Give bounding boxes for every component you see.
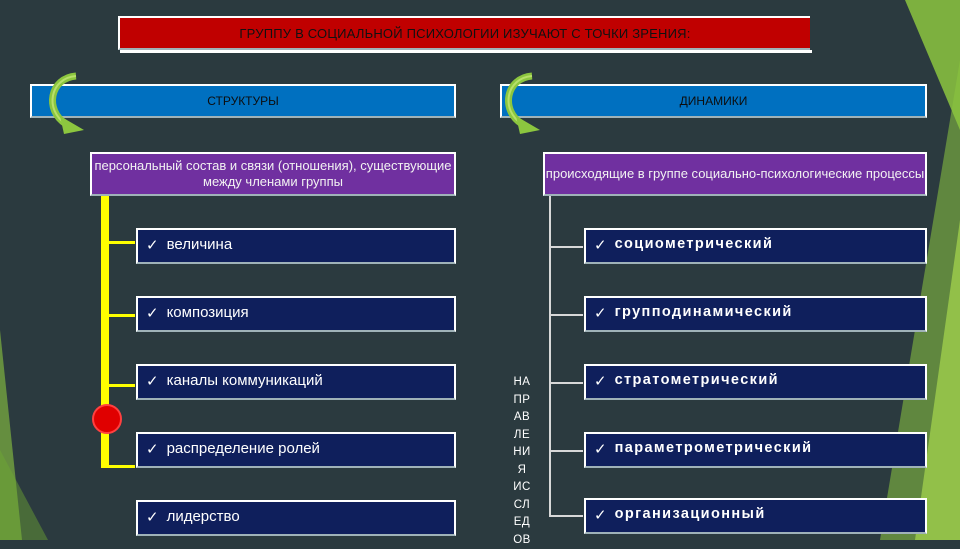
dynamics-item: ✓ групподинамический: [584, 296, 927, 332]
right-connector-branch: [549, 382, 583, 384]
item-label: организационный: [614, 506, 766, 522]
header-dynamics: ДИНАМИКИ: [500, 84, 927, 118]
item-label: композиция: [166, 304, 249, 321]
item-label: групподинамический: [614, 304, 793, 320]
right-connector-branch: [549, 314, 583, 316]
left-connector-branch: [101, 465, 135, 468]
right-connector-branch: [549, 246, 583, 248]
dynamics-item: ✓ параметрометрический: [584, 432, 927, 468]
right-connector-branch: [549, 450, 583, 452]
checkmark-icon: ✓: [594, 237, 607, 254]
page-title: ГРУППУ В СОЦИАЛЬНОЙ ПСИХОЛОГИИ ИЗУЧАЮТ С…: [118, 16, 812, 53]
checkmark-icon: ✓: [594, 373, 607, 390]
marker-dot: [92, 404, 122, 434]
checkmark-icon: ✓: [594, 305, 607, 322]
checkmark-icon: ✓: [594, 441, 607, 458]
item-label: каналы коммуникаций: [166, 372, 323, 389]
item-label: социометрический: [614, 236, 774, 252]
left-connector-line: [101, 196, 109, 468]
structure-item: ✓ композиция: [136, 296, 456, 332]
structure-item: ✓ величина: [136, 228, 456, 264]
checkmark-icon: ✓: [146, 237, 159, 254]
checkmark-icon: ✓: [146, 441, 159, 458]
item-label: величина: [166, 236, 233, 253]
dynamics-item: ✓ стратометрический: [584, 364, 927, 400]
left-connector-branch: [101, 314, 135, 317]
checkmark-icon: ✓: [146, 509, 159, 526]
item-label: параметрометрический: [614, 440, 813, 456]
item-label: стратометрический: [614, 372, 779, 388]
description-structure: персональный состав и связи (отношения),…: [90, 152, 456, 196]
right-connector-branch: [549, 515, 583, 517]
checkmark-icon: ✓: [146, 373, 159, 390]
structure-item: ✓ распределение ролей: [136, 432, 456, 468]
vertical-label: НА ПР АВ ЛЕ НИ Я ИС СЛ ЕД ОВ: [513, 376, 531, 546]
left-connector-branch: [101, 384, 135, 387]
right-connector-line: [549, 196, 551, 516]
checkmark-icon: ✓: [594, 507, 607, 524]
structure-item: ✓ каналы коммуникаций: [136, 364, 456, 400]
checkmark-icon: ✓: [146, 305, 159, 322]
curved-arrow-left-icon: [49, 72, 84, 134]
item-label: лидерство: [166, 508, 240, 525]
dynamics-item: ✓ социометрический: [584, 228, 927, 264]
left-connector-branch: [101, 241, 135, 244]
curved-arrow-right-icon: [505, 72, 540, 134]
item-label: распределение ролей: [166, 440, 320, 457]
structure-item: ✓ лидерство: [136, 500, 456, 536]
dynamics-item: ✓ организационный: [584, 498, 927, 534]
description-dynamics: происходящие в группе социально-психолог…: [543, 152, 927, 196]
header-structure: СТРУКТУРЫ: [30, 84, 456, 118]
